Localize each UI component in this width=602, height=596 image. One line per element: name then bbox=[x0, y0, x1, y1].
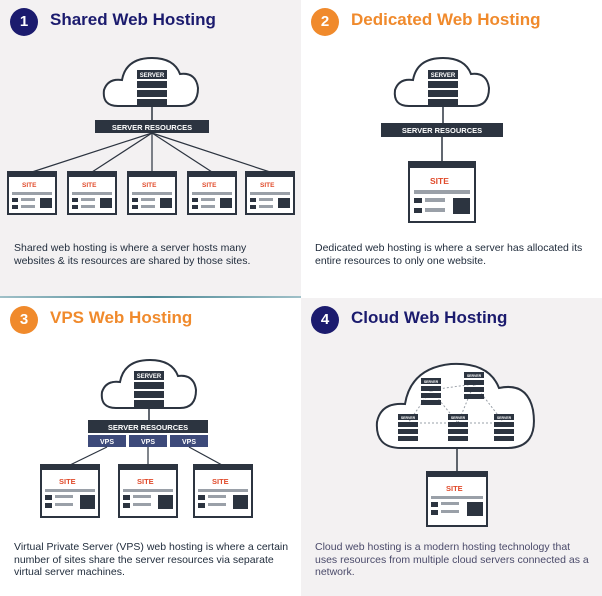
server-label: SERVER bbox=[497, 416, 512, 420]
server-icon: SERVER bbox=[398, 414, 418, 441]
panel-vps-hosting: 3 VPS Web Hosting SERVER SERVER RESOURCE… bbox=[0, 298, 301, 596]
cloud-hosting-diagram: SERVER SERVER SERVER SERVER SERVER SIT bbox=[375, 362, 535, 527]
website-icon: SITE bbox=[118, 464, 178, 518]
panel-title-cloud: Cloud Web Hosting bbox=[351, 308, 508, 327]
server-resources-label: SERVER RESOURCES bbox=[108, 423, 188, 432]
server-label: SERVER bbox=[424, 380, 439, 384]
site-label: SITE bbox=[142, 182, 157, 189]
site-label: SITE bbox=[22, 182, 37, 189]
site-label: SITE bbox=[82, 182, 97, 189]
server-resources-bar bbox=[95, 120, 209, 133]
panel-description-dedicated: Dedicated web hosting is where a server … bbox=[315, 242, 583, 267]
step-badge-2: 2 bbox=[311, 8, 339, 36]
site-label: SITE bbox=[260, 182, 275, 189]
step-badge-4: 4 bbox=[311, 306, 339, 334]
website-icon: SITE bbox=[127, 171, 177, 215]
site-label: SITE bbox=[59, 477, 76, 486]
panel-dedicated-hosting: 2 Dedicated Web Hosting SERVER SERVER RE… bbox=[301, 0, 602, 298]
step-badge-1: 1 bbox=[10, 8, 38, 36]
server-label: SERVER bbox=[140, 73, 165, 79]
vps-bar-3 bbox=[170, 435, 208, 447]
panel-title-shared: Shared Web Hosting bbox=[50, 10, 216, 29]
panel-title-vps: VPS Web Hosting bbox=[50, 308, 193, 327]
panel-description-cloud: Cloud web hosting is a modern hosting te… bbox=[315, 541, 589, 578]
server-label: SERVER bbox=[401, 416, 416, 420]
dedicated-hosting-diagram: SERVER SERVER RESOURCES SITE bbox=[381, 56, 503, 223]
site-label: SITE bbox=[202, 182, 217, 189]
server-icon: SERVER bbox=[464, 372, 484, 399]
server-icon: SERVER bbox=[428, 70, 458, 123]
server-resources-bar bbox=[88, 420, 208, 433]
server-label: SERVER bbox=[467, 374, 482, 378]
website-icon: SITE bbox=[245, 171, 295, 215]
site-label: SITE bbox=[137, 477, 154, 486]
website-icon: SITE bbox=[408, 161, 476, 223]
website-icon: SITE bbox=[40, 464, 100, 518]
site-label: SITE bbox=[430, 176, 449, 186]
panel-shared-hosting: 1 Shared Web Hosting SERVER SERVER RESOU… bbox=[0, 0, 301, 298]
server-label: SERVER bbox=[137, 374, 162, 380]
panel-cloud-hosting: 4 Cloud Web Hosting SERVER SERVER SERVER bbox=[301, 298, 602, 596]
step-badge-3: 3 bbox=[10, 306, 38, 334]
panel-description-shared: Shared web hosting is where a server hos… bbox=[14, 242, 251, 267]
website-icon: SITE bbox=[67, 171, 117, 215]
server-resources-label: SERVER RESOURCES bbox=[112, 123, 192, 132]
vps-bar-1 bbox=[88, 435, 126, 447]
vps-hosting-diagram: SERVER SERVER RESOURCES VPS VPS VPS SITE bbox=[40, 358, 253, 518]
panel-title-dedicated: Dedicated Web Hosting bbox=[351, 10, 541, 29]
server-icon: SERVER bbox=[137, 70, 167, 120]
server-label: SERVER bbox=[431, 73, 456, 79]
website-icon: SITE bbox=[7, 171, 57, 215]
vps-bar-2 bbox=[129, 435, 167, 447]
shared-hosting-diagram: SERVER SERVER RESOURCES SITE SITE bbox=[7, 56, 295, 215]
cloud-icon bbox=[375, 362, 535, 449]
vps-label: VPS bbox=[182, 439, 196, 446]
server-icon: SERVER bbox=[421, 378, 441, 405]
site-label: SITE bbox=[212, 477, 229, 486]
vps-label: VPS bbox=[100, 439, 114, 446]
server-icon: SERVER bbox=[134, 371, 164, 420]
server-resources-label: SERVER RESOURCES bbox=[402, 126, 482, 135]
server-label: SERVER bbox=[451, 416, 466, 420]
site-label: SITE bbox=[446, 484, 463, 493]
website-icon: SITE bbox=[193, 464, 253, 518]
server-icon: SERVER bbox=[494, 414, 514, 441]
server-icon: SERVER bbox=[448, 414, 468, 441]
server-resources-bar bbox=[381, 123, 503, 137]
vps-label: VPS bbox=[141, 439, 155, 446]
website-icon: SITE bbox=[426, 471, 488, 527]
panel-description-vps: Virtual Private Server (VPS) web hosting… bbox=[14, 541, 289, 578]
panel-divider bbox=[0, 296, 301, 298]
website-icon: SITE bbox=[187, 171, 237, 215]
